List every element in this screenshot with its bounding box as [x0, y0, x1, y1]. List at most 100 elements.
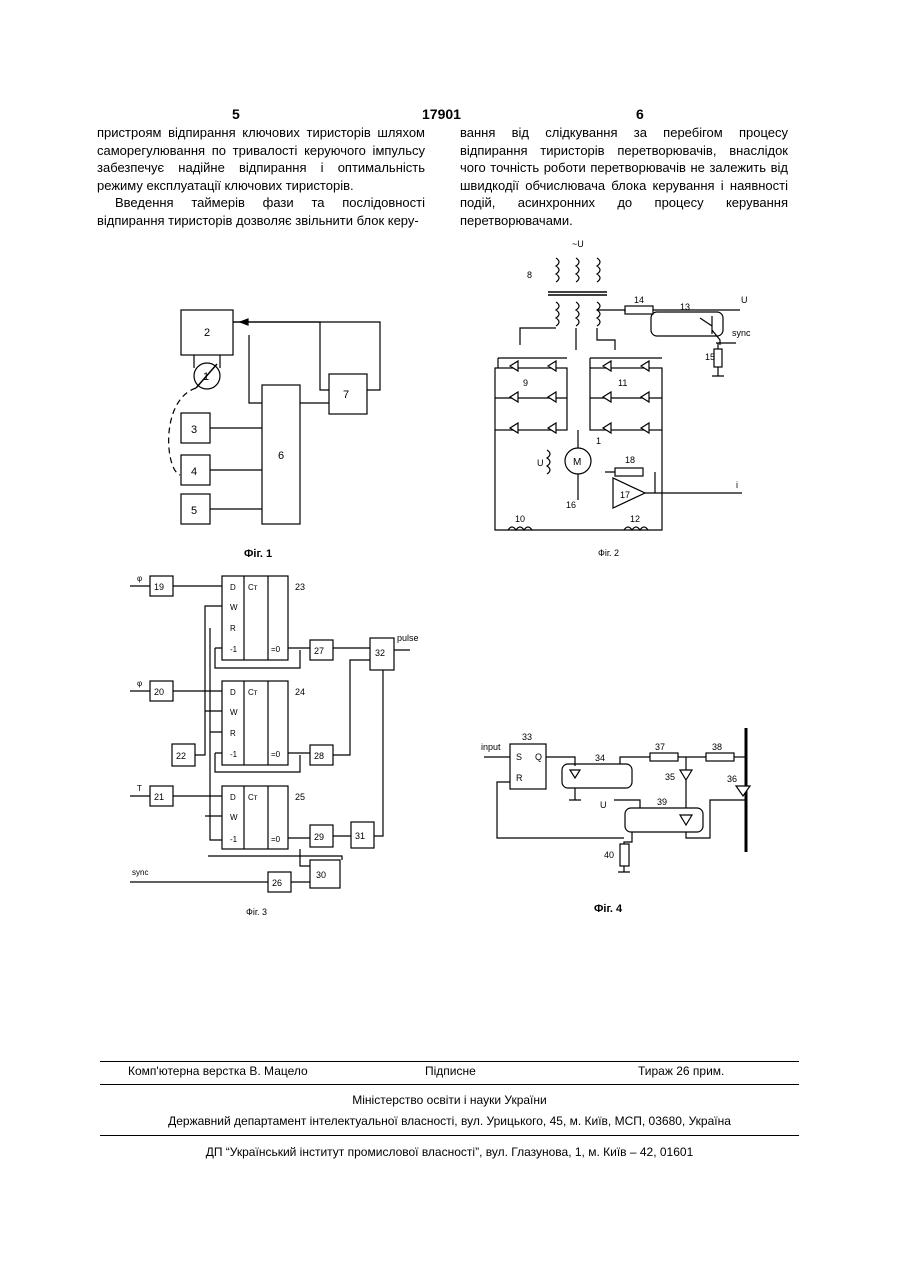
thyristor-36: [736, 786, 750, 796]
block-28-label: 28: [314, 751, 324, 761]
resistor-14: [625, 306, 653, 314]
counter-24-label: 24: [295, 687, 305, 697]
c25-d: D: [230, 793, 236, 802]
fig2-sync-label: sync: [732, 328, 751, 338]
c24-d: D: [230, 688, 236, 697]
counter-25-label: 25: [295, 792, 305, 802]
block-32-label: 32: [375, 648, 385, 658]
fig2-label-18: 18: [625, 455, 635, 465]
footer-department: Державний департамент інтелектуальної вл…: [100, 1114, 799, 1128]
resistor-38: [706, 753, 734, 761]
c24-r: R: [230, 729, 236, 738]
block-2-label: 2: [204, 327, 210, 339]
fig4-r: R: [516, 773, 523, 783]
diode-35: [680, 770, 692, 780]
c25-w: W: [230, 813, 238, 822]
c24-z: =0: [271, 750, 281, 759]
footer-signed: Підписне: [425, 1064, 476, 1078]
footer-rule-3: [100, 1135, 799, 1136]
fig2-motor-label: M: [573, 457, 581, 468]
fig2-ia-label: i: [736, 480, 738, 490]
footer-rule-1: [100, 1061, 799, 1062]
fig4-q: Q: [535, 752, 542, 762]
footer-typesetter: Комп'ютерна верстка В. Мацело: [128, 1064, 308, 1078]
c23-m1: -1: [230, 645, 238, 654]
fig4-caption: Фіг. 4: [594, 903, 623, 915]
footer-institute: ДП “Український інститут промислової вла…: [100, 1145, 799, 1159]
footer-ministry: Міністерство освіти і науки України: [100, 1093, 799, 1107]
block-30-label: 30: [316, 870, 326, 880]
c23-w: W: [230, 603, 238, 612]
optocoupler-39: [625, 808, 703, 832]
c24-ct: Ст: [248, 688, 258, 697]
fig4-label-35: 35: [665, 772, 675, 782]
resistor-18: [615, 468, 643, 476]
footer-circulation: Тираж 26 прим.: [638, 1064, 724, 1078]
block-29-label: 29: [314, 832, 324, 842]
figure-2: ~U 8 14 13 U sync 15 9 11 M 1 U 18: [495, 239, 751, 530]
resistor-37: [650, 753, 678, 761]
block-27-label: 27: [314, 646, 324, 656]
fig2-label-10: 10: [515, 514, 525, 524]
figure-1: 2 1 3 4 5 6 7: [169, 310, 380, 524]
block-21-label: 21: [154, 792, 164, 802]
fig2-label-17: 17: [620, 490, 630, 500]
fig2-ub-label: U: [537, 458, 544, 468]
block-3-label: 3: [191, 424, 197, 436]
c25-z: =0: [271, 835, 281, 844]
fig4-un-label: U: [600, 800, 607, 810]
fig2-un-label: U: [741, 295, 748, 305]
block-5-label: 5: [191, 505, 197, 517]
fig4-label-34: 34: [595, 753, 605, 763]
fig2-caption: Фіг. 2: [598, 548, 619, 558]
resistor-40: [620, 844, 629, 866]
figure-4: 33 S Q R input 34 37 38 35 36 39 U 40: [481, 728, 750, 872]
fig4-s: S: [516, 752, 522, 762]
fig2-label-15: 15: [705, 352, 715, 362]
fig4-label-40: 40: [604, 850, 614, 860]
fig2-label-8: 8: [527, 270, 532, 280]
fig3-tn: T: [137, 784, 142, 793]
fig1-caption: Фіг. 1: [244, 548, 272, 560]
counter-23-label: 23: [295, 582, 305, 592]
fig4-label-38: 38: [712, 742, 722, 752]
block-31-label: 31: [355, 831, 365, 841]
block-26-label: 26: [272, 878, 282, 888]
fig2-label-1: 1: [596, 436, 601, 446]
block-19-label: 19: [154, 582, 164, 592]
c23-ct: Ст: [248, 583, 258, 592]
block-22-label: 22: [176, 751, 186, 761]
fig2-label-14: 14: [634, 295, 644, 305]
fig2-label-12: 12: [630, 514, 640, 524]
block-7-label: 7: [343, 389, 349, 401]
fig2-label-16: 16: [566, 500, 576, 510]
fig4-label-39: 39: [657, 797, 667, 807]
c24-w: W: [230, 708, 238, 717]
block-4-label: 4: [191, 466, 197, 478]
footer-rule-2: [100, 1084, 799, 1085]
fig4-label-33: 33: [522, 732, 532, 742]
block-6-label: 6: [278, 450, 284, 462]
fig2-label-11: 11: [618, 378, 627, 388]
optocoupler-34: [562, 764, 632, 788]
c25-ct: Ст: [248, 793, 258, 802]
c24-m1: -1: [230, 750, 238, 759]
block-20-label: 20: [154, 687, 164, 697]
figure-3: φ φ T sync 19 20 21 22 23 D W R -1 Ст =0…: [130, 574, 419, 892]
c23-r: R: [230, 624, 236, 633]
fig2-label-9: 9: [523, 378, 528, 388]
c23-z: =0: [271, 645, 281, 654]
fig3-pulse-label: pulse: [397, 633, 419, 643]
c23-d: D: [230, 583, 236, 592]
fig3-caption: Фіг. 3: [246, 907, 267, 917]
c25-m1: -1: [230, 835, 238, 844]
fig4-input-label: input: [481, 742, 501, 752]
fig3-phi1: φ: [137, 574, 142, 583]
fig3-sync: sync: [132, 868, 148, 877]
fig4-label-37: 37: [655, 742, 665, 752]
fig2-ac-label: ~U: [572, 239, 584, 249]
fig4-label-36: 36: [727, 774, 737, 784]
resistor-15: [714, 349, 722, 367]
fig3-phi2: φ: [137, 679, 142, 688]
